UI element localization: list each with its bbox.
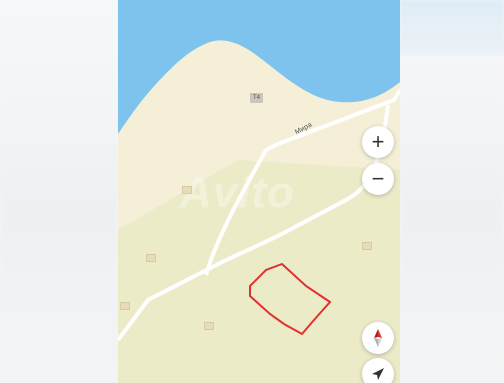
location-arrow-icon — [372, 368, 384, 380]
watermark: Avito — [180, 168, 295, 217]
map-canvas — [118, 0, 400, 383]
land-plot-outline — [249, 262, 332, 336]
building-marker — [120, 302, 130, 310]
poi-badge[interactable]: Т4 — [250, 93, 263, 103]
green-area — [118, 160, 400, 383]
building-marker — [362, 242, 372, 250]
zoom-in-button[interactable]: + — [362, 126, 394, 158]
building-marker — [182, 186, 192, 194]
right-blur-panel — [400, 0, 504, 383]
building-marker — [146, 254, 156, 262]
left-blur-panel — [0, 0, 118, 383]
zoom-out-button[interactable]: − — [362, 163, 394, 195]
lake — [118, 0, 400, 134]
minus-icon: − — [371, 166, 385, 191]
compass-icon — [374, 329, 382, 347]
building-marker — [204, 322, 214, 330]
plus-icon: + — [371, 129, 385, 154]
road-upper — [204, 88, 400, 276]
map-view[interactable]: Мира Т4 Avito + − — [118, 0, 400, 383]
locate-button[interactable] — [362, 358, 394, 383]
compass-button[interactable] — [362, 322, 394, 354]
